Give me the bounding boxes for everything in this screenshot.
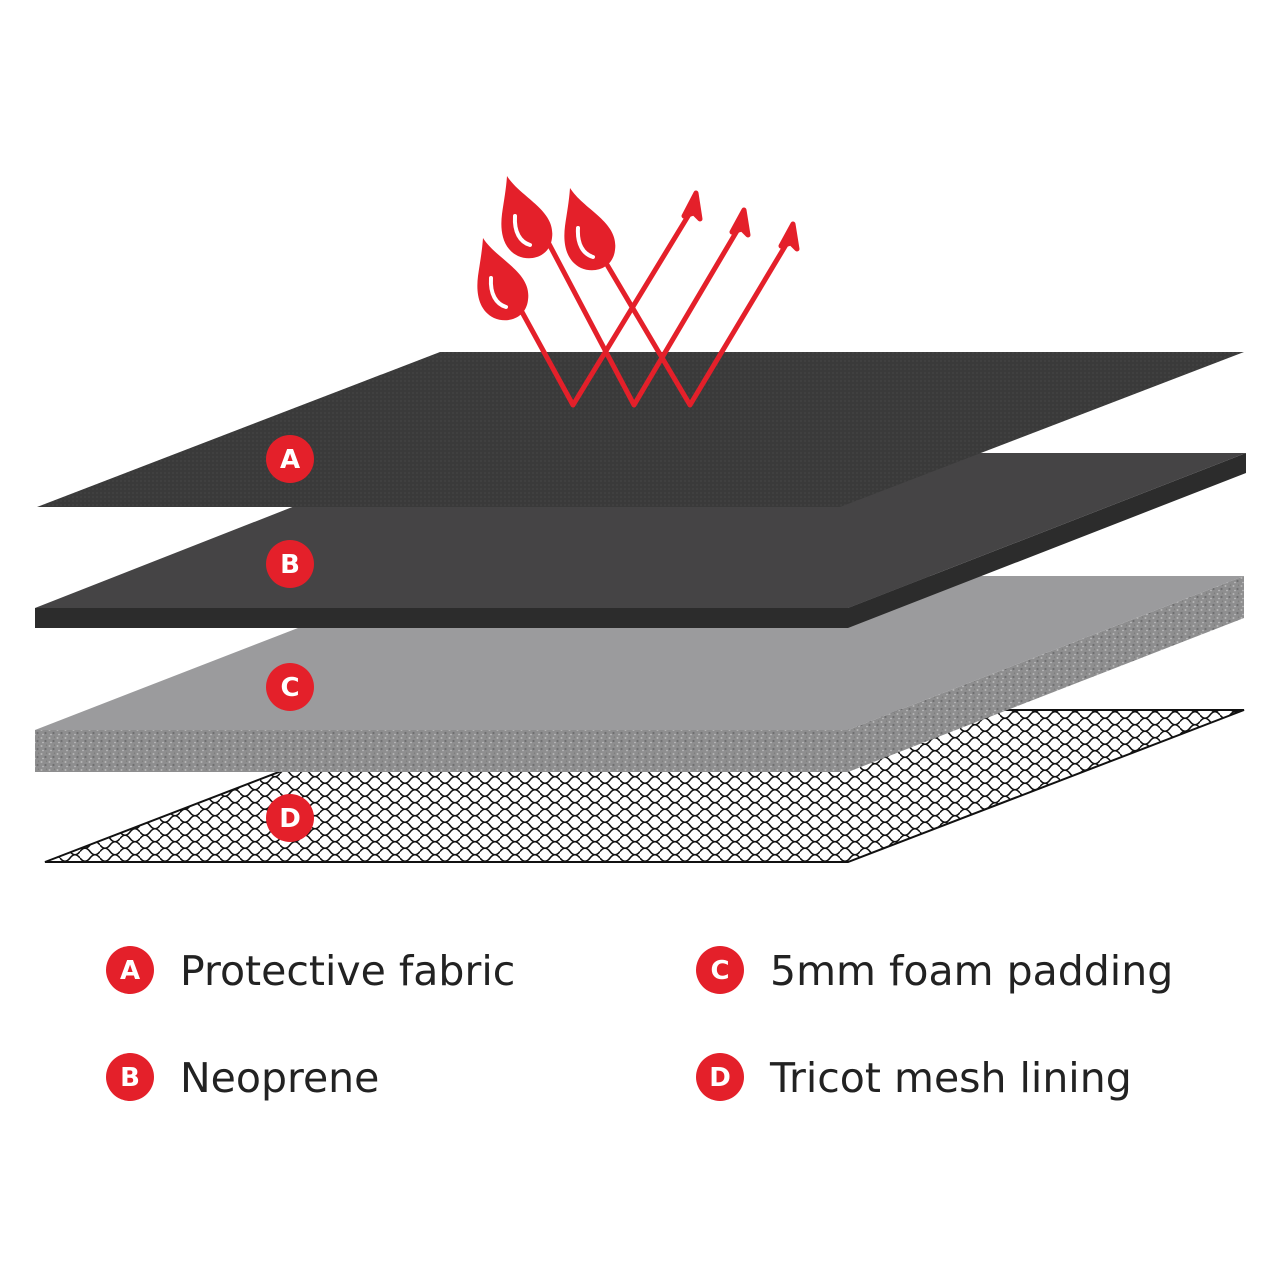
- svg-text:A: A: [280, 445, 300, 475]
- svg-text:C: C: [710, 956, 729, 986]
- badge-layer-b: B: [266, 540, 314, 588]
- svg-text:Protective fabric: Protective fabric: [180, 947, 515, 995]
- svg-text:D: D: [279, 804, 301, 834]
- svg-text:Tricot mesh lining: Tricot mesh lining: [769, 1054, 1132, 1102]
- reflect-arrow-icon: [519, 190, 800, 408]
- legend-item-a: A Protective fabric: [106, 946, 515, 995]
- badge-layer-d: D: [266, 794, 314, 842]
- legend: A Protective fabric B Neoprene C 5mm foa…: [106, 946, 1173, 1102]
- legend-item-c: C 5mm foam padding: [696, 946, 1173, 995]
- legend-item-d: D Tricot mesh lining: [696, 1053, 1132, 1102]
- svg-text:B: B: [280, 550, 300, 580]
- water-drop-icon: [477, 176, 616, 321]
- badge-layer-a: A: [266, 435, 314, 483]
- legend-item-b: B Neoprene: [106, 1053, 379, 1102]
- layer-a-fabric: [37, 352, 1244, 507]
- badge-layer-c: C: [266, 663, 314, 711]
- svg-text:5mm foam padding: 5mm foam padding: [770, 947, 1173, 995]
- svg-text:D: D: [709, 1063, 731, 1093]
- svg-text:Neoprene: Neoprene: [180, 1054, 379, 1102]
- svg-text:A: A: [120, 956, 140, 986]
- svg-text:C: C: [280, 673, 299, 703]
- svg-text:B: B: [120, 1063, 140, 1093]
